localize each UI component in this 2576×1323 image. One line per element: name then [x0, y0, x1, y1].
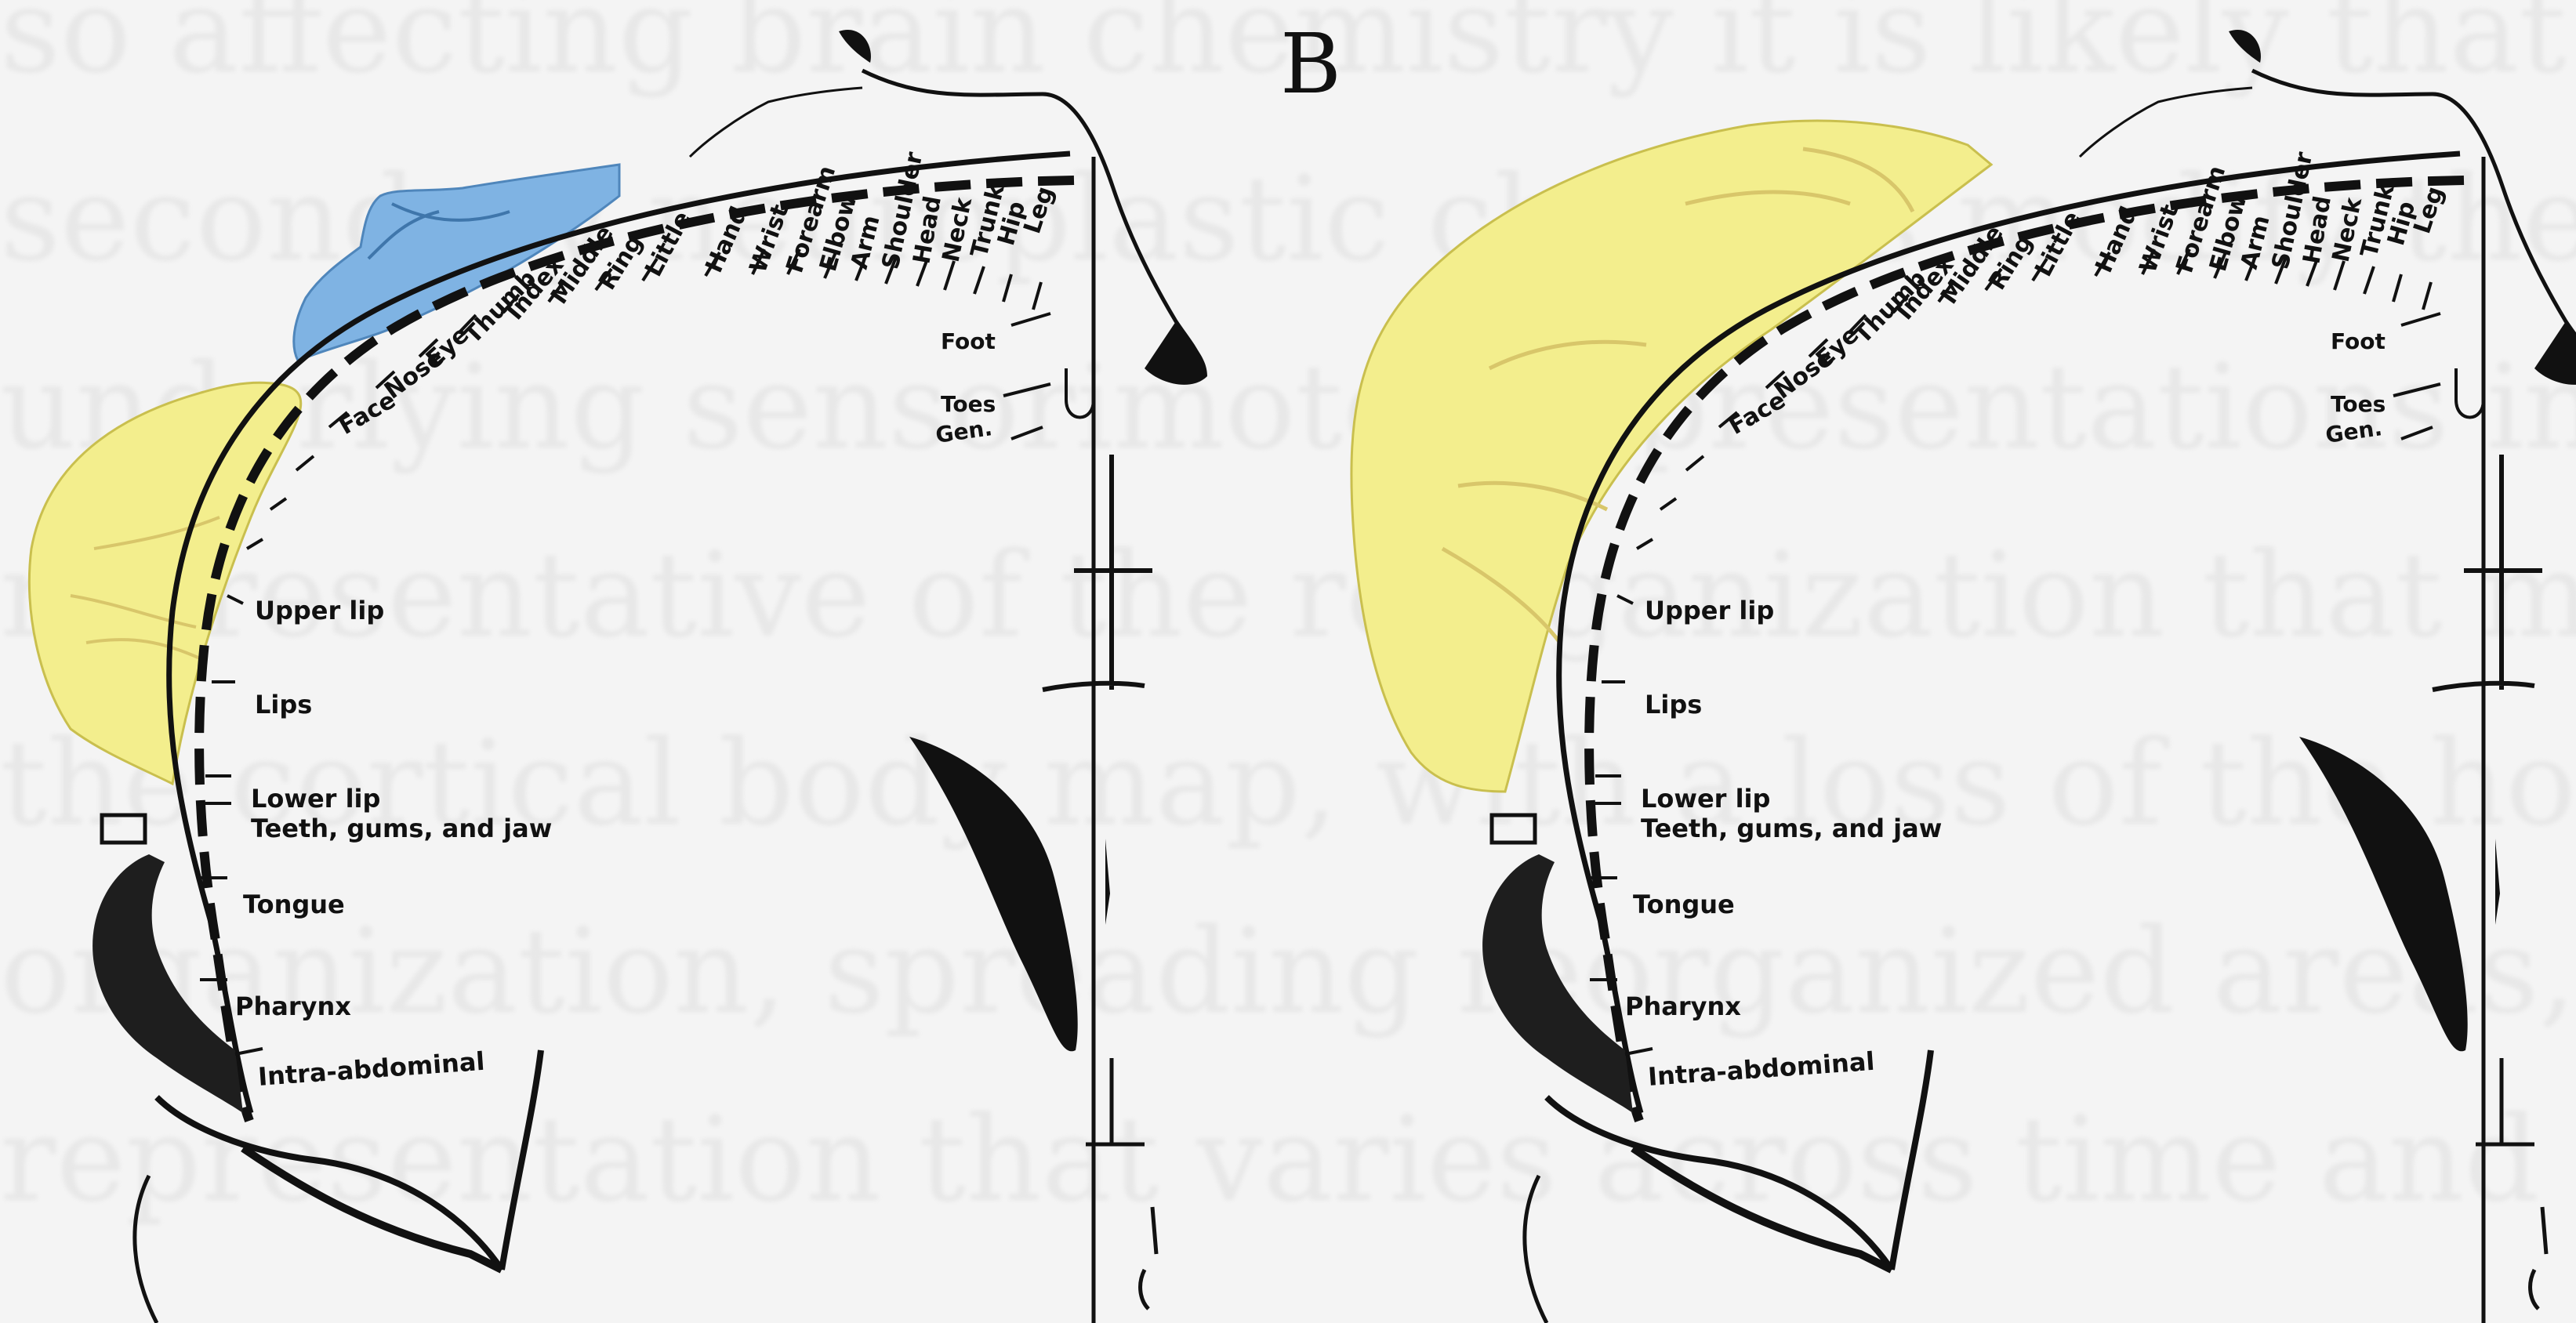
lower-label-a: Tongue [243, 890, 345, 919]
lower-label-a: Lower lip [251, 784, 380, 814]
lower-label-b: Pharynx [1625, 991, 1741, 1021]
lower-label-a: Pharynx [235, 991, 351, 1021]
foot-label-a: Gen. [934, 415, 993, 448]
lower-label-b: Teeth, gums, and jaw [1641, 814, 1942, 843]
upper-label-b: Face [1725, 386, 1791, 440]
lower-label-a: Upper lip [255, 596, 384, 625]
lower-label-a: Intra-abdominal [257, 1046, 486, 1092]
foot-label-a: Toes [941, 391, 996, 417]
panel-b-label: B [1280, 16, 1341, 112]
upper-label-a: Face [335, 386, 401, 440]
lower-label-b: Upper lip [1645, 596, 1774, 625]
lower-label-b: Tongue [1633, 890, 1735, 919]
foot-label-b: Toes [2331, 391, 2386, 417]
lower-label-b: Intra-abdominal [1647, 1046, 1876, 1092]
lower-label-a: Lips [255, 690, 312, 719]
upper-label-b: Little [2030, 207, 2087, 281]
face-region-a [29, 382, 300, 784]
lower-label-b: Lips [1645, 690, 1702, 719]
lower-label-a: Teeth, gums, and jaw [251, 814, 552, 843]
foot-label-b: Foot [2331, 328, 2386, 354]
body-part-labels: LegHipTrunkNeckHeadShoulderArmElbowForea… [235, 150, 2449, 1092]
lower-label-b: Lower lip [1641, 784, 1770, 814]
upper-label-a: Little [640, 207, 697, 281]
foot-label-a: Foot [941, 328, 996, 354]
foot-label-b: Gen. [2324, 415, 2383, 448]
